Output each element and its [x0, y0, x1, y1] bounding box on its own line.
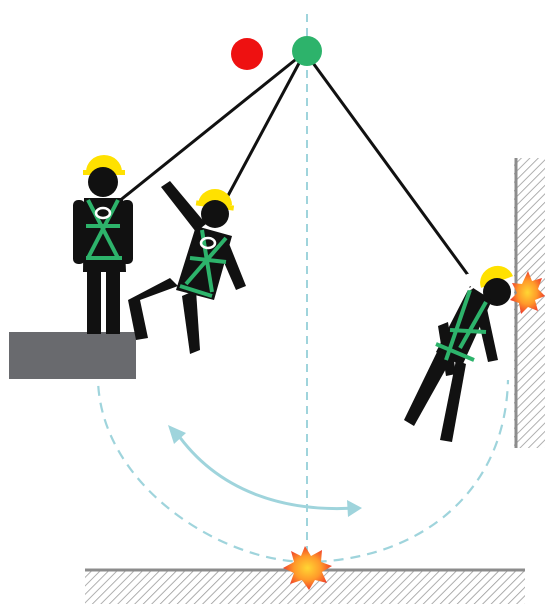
- lanyard-falling: [223, 52, 305, 205]
- worker-standing-on-platform: [73, 155, 133, 334]
- swing-path-arc: [98, 352, 508, 562]
- platform: [9, 332, 136, 379]
- lanyard-standing: [118, 52, 305, 202]
- worker-falling-off-edge: [128, 181, 246, 354]
- lanyard-swinging: [305, 52, 468, 275]
- swing-direction-arrow: [168, 425, 362, 517]
- harness-icon: [436, 275, 486, 360]
- worker-swinging-into-wall: [404, 261, 513, 442]
- offset-anchor-point: [231, 38, 263, 70]
- anchor-point: [292, 36, 322, 66]
